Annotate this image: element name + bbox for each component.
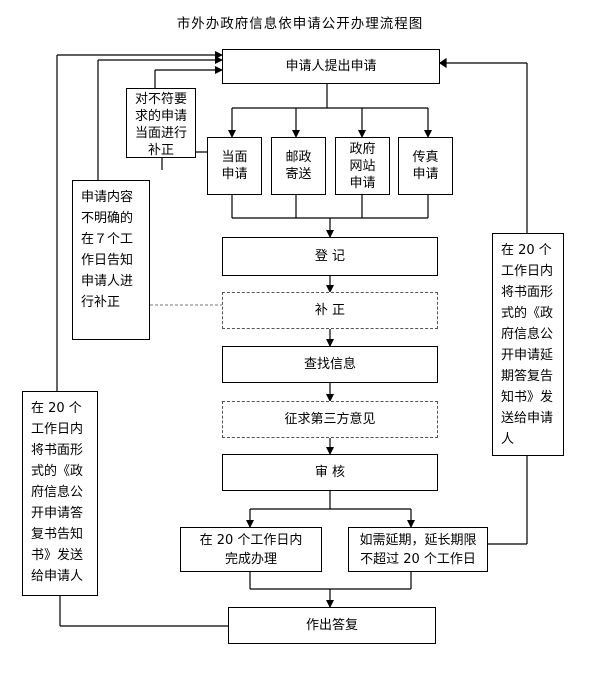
in-person-box: 当面 申请: [207, 137, 262, 195]
arrowhead-to-apply-right: [438, 57, 447, 69]
supplement-box: 补 正: [222, 292, 438, 329]
third-party-box: 征求第三方意见: [222, 401, 438, 438]
gov-site-box: 政府 网站 申请: [335, 137, 390, 195]
complete-20-box: 在 20 个工作日内 完成办理: [180, 527, 322, 572]
fax-box: 传真 申请: [398, 137, 453, 195]
incorrect-request-box: 对不符要 求的申请 当面进行 补正: [126, 88, 196, 158]
reply-notice-box: 在 20 个 工作日内 将书面形 式的《政 府信息公 开申请答 复书告知 书》发…: [22, 391, 98, 596]
search-info-box: 查找信息: [222, 346, 438, 383]
unclear-content-box: 申请内容 不明确的 在７个工 作日告知 申请人进 行补正: [72, 180, 150, 340]
register-box: 登 记: [222, 237, 438, 276]
review-box: 审 核: [222, 454, 438, 491]
reply-box: 作出答复: [228, 607, 436, 644]
extension-box: 如需延期，延长期限 不超过 20 个工作日: [348, 527, 488, 572]
by-post-box: 邮政 寄送: [271, 137, 326, 195]
extension-notice-box: 在 20 个 工作日内 将书面形 式的《政 府信息公 开申请延 期答复告 知书》…: [492, 233, 564, 456]
diagram-title: 市外办政府信息依申请公开办理流程图: [176, 16, 424, 32]
apply-box: 申请人提出申请: [222, 49, 440, 84]
